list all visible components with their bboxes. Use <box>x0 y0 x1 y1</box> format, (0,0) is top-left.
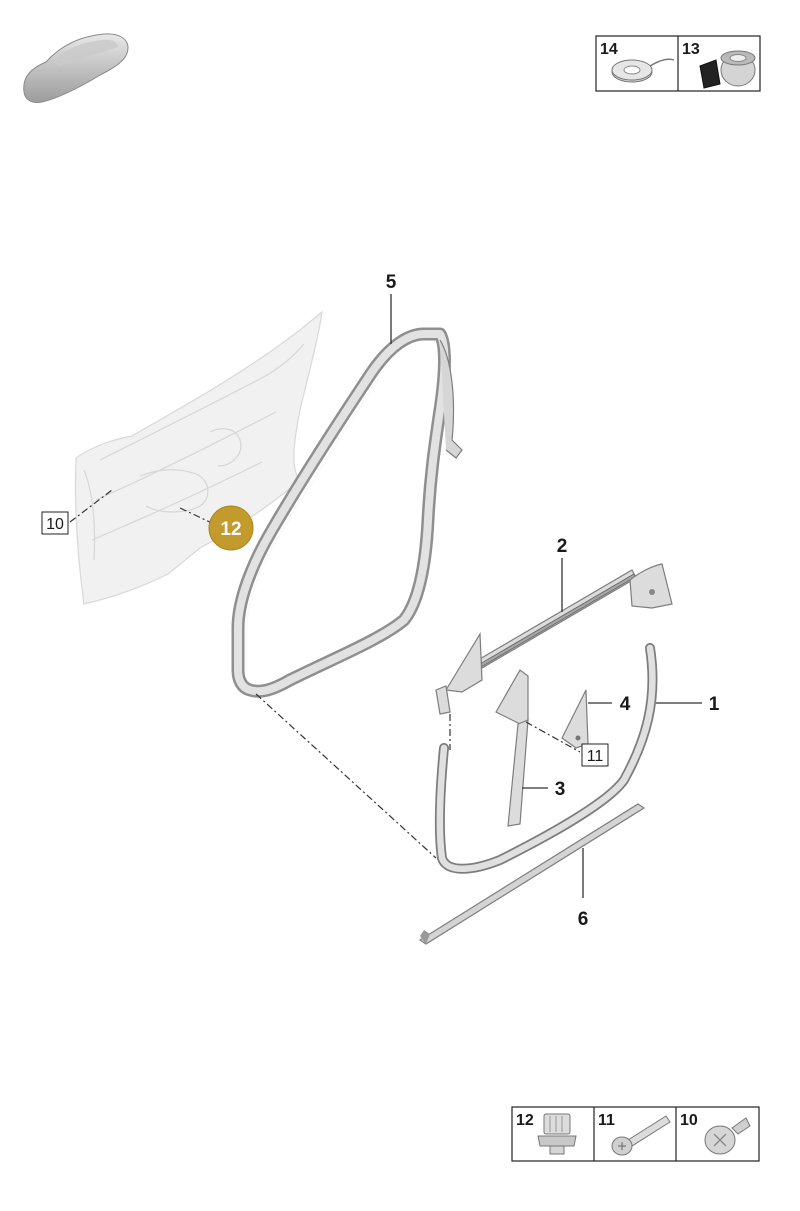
boxed-callout-11: 11 <box>581 743 609 767</box>
legend-item-12: 12 <box>516 1112 577 1155</box>
callout-1: 1 <box>709 694 720 715</box>
legend-top: 14 13 <box>595 35 761 92</box>
adhesive-tape-roll-icon <box>611 58 675 83</box>
legend-label: 10 <box>680 1112 698 1129</box>
highlighted-callout-12[interactable]: 12 <box>208 505 254 551</box>
legend-item-11: 11 <box>598 1112 671 1156</box>
connector-seal-to-lower <box>255 693 437 859</box>
part-1-door-seal-lower <box>434 643 658 874</box>
part-3-pillar-trim <box>495 669 529 827</box>
highlighted-callout-label: 12 <box>220 519 241 540</box>
callout-2: 2 <box>557 536 568 557</box>
legend-bottom: 12 11 10 <box>511 1106 760 1162</box>
boxed-callout-label: 10 <box>46 516 64 533</box>
screw-icon <box>611 1115 671 1156</box>
callout-4: 4 <box>620 694 631 715</box>
clip-fastener-icon <box>537 1113 577 1155</box>
legend-item-13: 13 <box>682 41 756 89</box>
foam-pad-roll-icon <box>699 50 756 89</box>
car-silhouette-icon <box>23 33 129 103</box>
door-frame-seal <box>231 327 463 698</box>
legend-label: 11 <box>598 1112 615 1129</box>
part-6-sill-seal <box>418 803 646 945</box>
callout-6: 6 <box>578 909 589 930</box>
legend-item-14: 14 <box>600 41 675 83</box>
connector-12 <box>179 507 215 525</box>
part-4-corner-trim <box>561 689 589 749</box>
door-panel-ghost <box>74 310 323 605</box>
legend-item-10: 10 <box>680 1112 751 1155</box>
legend-label: 13 <box>682 41 700 58</box>
corner-bracket-left <box>435 631 483 715</box>
callout-3: 3 <box>555 779 566 800</box>
expanding-rivet-icon <box>704 1117 751 1155</box>
boxed-callout-10: 10 <box>41 511 69 535</box>
legend-label: 12 <box>516 1112 534 1129</box>
part-2-window-channel <box>477 563 673 669</box>
boxed-callout-label: 11 <box>587 748 604 765</box>
legend-label: 14 <box>600 41 618 58</box>
connector-10 <box>69 489 113 523</box>
connector-11 <box>525 721 581 753</box>
callout-5: 5 <box>386 272 397 293</box>
